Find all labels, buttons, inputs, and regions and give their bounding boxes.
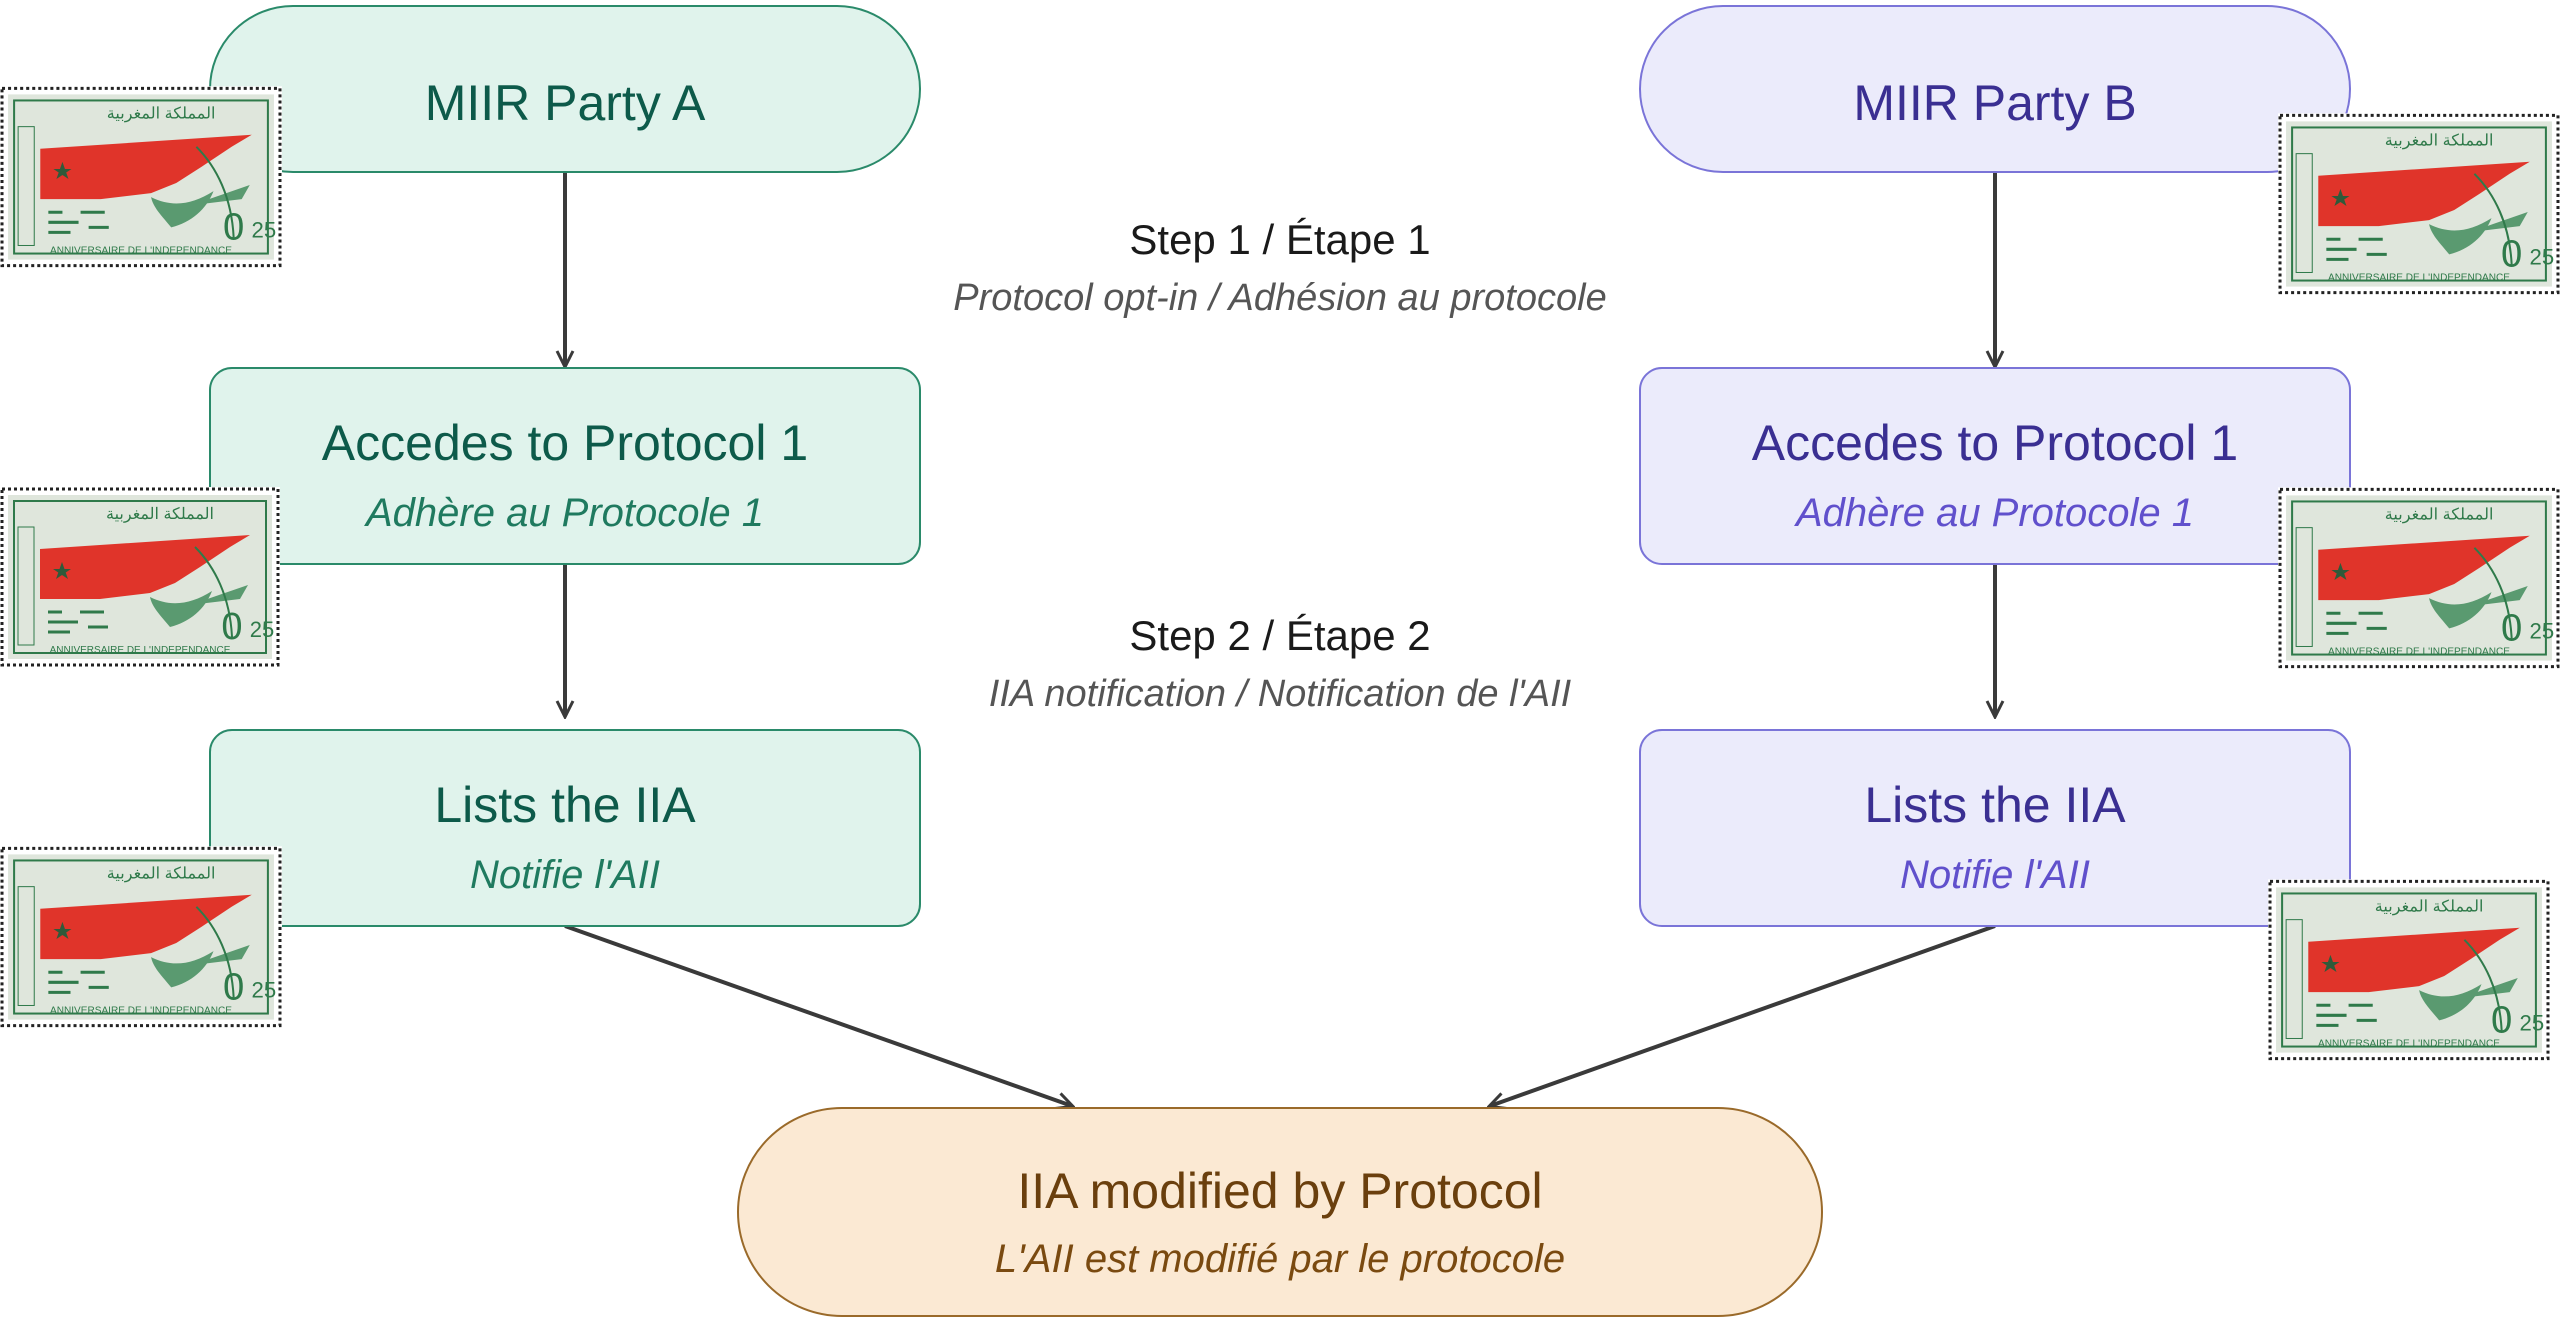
party-a-node: MIIR Party A [209, 5, 921, 173]
arrow-b-to-result [1490, 924, 1996, 1106]
result-title: IIA modified by Protocol [1017, 1163, 1542, 1219]
stamp-image-party-b-2 [2278, 486, 2560, 670]
party-b-step2-subtitle: Notifie l'AII [1900, 853, 2090, 897]
stamp-image-party-a-2 [0, 486, 280, 668]
stamp-image-party-a-3 [0, 846, 282, 1028]
party-a-title: MIIR Party A [425, 75, 706, 131]
stamp-image-party-a-1 [0, 86, 282, 268]
step-2-subtitle: IIA notification / Notification de l'AII [989, 673, 1572, 715]
party-a-step1-node: Accedes to Protocol 1 Adhère au Protocol… [209, 367, 921, 565]
step-2-title: Step 2 / Étape 2 [1129, 612, 1430, 659]
stamp-image-party-b-3 [2268, 878, 2550, 1062]
party-a-step1-subtitle: Adhère au Protocole 1 [364, 491, 764, 535]
party-b-title: MIIR Party B [1853, 75, 2136, 131]
party-a-step1-title: Accedes to Protocol 1 [322, 415, 808, 471]
stamp-image-party-b-1 [2278, 112, 2560, 296]
party-b-step1-subtitle: Adhère au Protocole 1 [1794, 491, 2194, 535]
party-b-step2-title: Lists the IIA [1864, 777, 2126, 833]
step-2-label: Step 2 / Étape 2 IIA notification / Noti… [989, 612, 1572, 715]
result-node: IIA modified by Protocol L'AII est modif… [737, 1107, 1823, 1317]
party-b-step1-node: Accedes to Protocol 1 Adhère au Protocol… [1639, 367, 2351, 565]
party-a-step2-node: Lists the IIA Notifie l'AII [209, 729, 921, 927]
result-subtitle: L'AII est modifié par le protocole [995, 1237, 1565, 1281]
arrow-a-to-result [564, 924, 1072, 1106]
party-b-step2-node: Lists the IIA Notifie l'AII [1639, 729, 2351, 927]
step-1-title: Step 1 / Étape 1 [1129, 216, 1430, 263]
step-1-label: Step 1 / Étape 1 Protocol opt-in / Adhés… [953, 216, 1606, 319]
party-b-node: MIIR Party B [1639, 5, 2351, 173]
party-b-step1-title: Accedes to Protocol 1 [1752, 415, 2238, 471]
step-1-subtitle: Protocol opt-in / Adhésion au protocole [953, 277, 1606, 319]
party-a-step2-subtitle: Notifie l'AII [470, 853, 660, 897]
party-a-step2-title: Lists the IIA [434, 777, 696, 833]
